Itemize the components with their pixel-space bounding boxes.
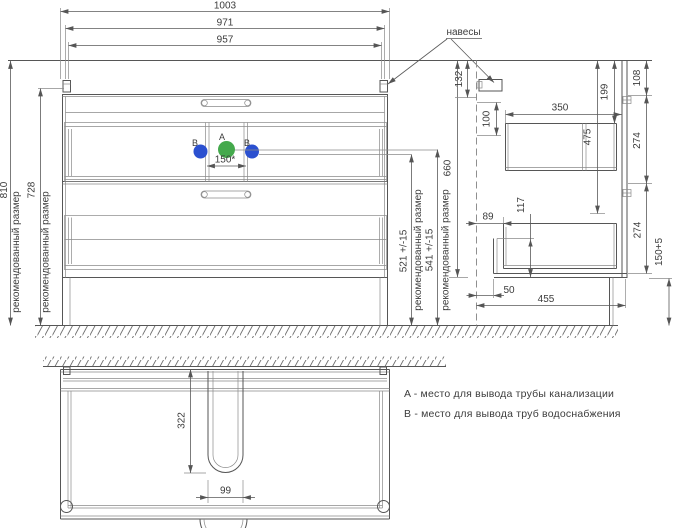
dim-274-bottom: 274 [633,221,644,238]
pipe-a-label: A [219,132,225,142]
side-front-face [621,60,628,278]
hanger-bracket-right [379,80,388,93]
dim-100: 100 [482,110,493,127]
leg-circle-left [60,500,73,513]
dim-728-note: рекомендованный размер [41,191,52,313]
dim-1003: 1003 [214,1,237,12]
plan-cabinet [60,366,390,528]
siphon-cutout [207,371,244,473]
dim-274-top: 274 [632,132,643,149]
dim-660: 660 [443,159,454,176]
front-left-dims: 810 рекомендованный размер 728 рекомендо… [0,60,64,326]
pipe-b-right-dot [245,144,259,159]
side-lower-drawer [493,223,627,326]
front-middle-dims: 521 +/-15 рекомендованный размер 541 +/-… [399,60,468,326]
legend-line-a: A - место для вывода трубы канализации [404,388,614,400]
dim-971: 971 [217,18,234,29]
dim-150-5: 150+5 [654,238,665,267]
front-overflow-arc [199,518,248,528]
legend-line-b: B - место для вывода труб водоснабжения [404,408,621,420]
front-width-dims: 1003 971 957 [60,1,390,79]
hangers-callout: навесы [387,27,495,85]
dim-455: 455 [538,294,555,305]
pipe-a-dot [218,141,235,158]
wall-hatch [43,356,446,367]
dim-810: 810 [0,181,10,198]
dim-810-note: рекомендованный размер [11,191,22,313]
front-view: B A B 150* 1003 971 957 810 рекомендован… [0,1,652,338]
pipe-outlets: B A B 150* [192,132,438,169]
bottom-view: 322 99 [43,356,446,528]
pipe-b-right-label: B [244,138,250,148]
dim-541-note: рекомендованный размер [441,189,452,311]
dim-117-arrow [528,239,533,247]
side-hanger-bracket [476,79,503,92]
dim-728: 728 [27,181,38,198]
slide-bracket-icons [622,96,632,197]
front-cabinet [62,80,388,326]
pipe-b-left-label: B [192,138,198,148]
dim-50: 50 [503,285,515,296]
pipe-b-left-dot [193,144,208,159]
dim-541: 541 +/-15 [425,228,436,271]
drawer-handle-bottom [200,190,252,199]
dim-521: 521 +/-15 [399,229,410,272]
dim-475: 475 [583,128,594,145]
leg-circle-right [377,500,390,513]
dim-521-note: рекомендованный размер [413,189,424,311]
dim-117: 117 [516,197,527,213]
dim-957: 957 [217,35,234,46]
hanger-bracket-left [62,80,71,93]
drawer-handle-top [200,99,252,107]
side-upper-drawer [505,123,617,171]
dim-322: 322 [177,412,188,429]
dim-150: 150* [215,155,236,166]
floor-hatch [35,326,618,338]
dim-89: 89 [482,212,494,223]
dim-132: 132 [454,70,465,87]
dim-99: 99 [220,486,232,497]
side-view: 132 100 350 475 199 108 274 2 [454,60,672,326]
dim-199: 199 [600,83,611,100]
legend: A - место для вывода трубы канализации B… [404,388,621,420]
dim-350: 350 [552,103,569,114]
hangers-label: навесы [446,27,480,38]
dim-108: 108 [632,69,643,86]
